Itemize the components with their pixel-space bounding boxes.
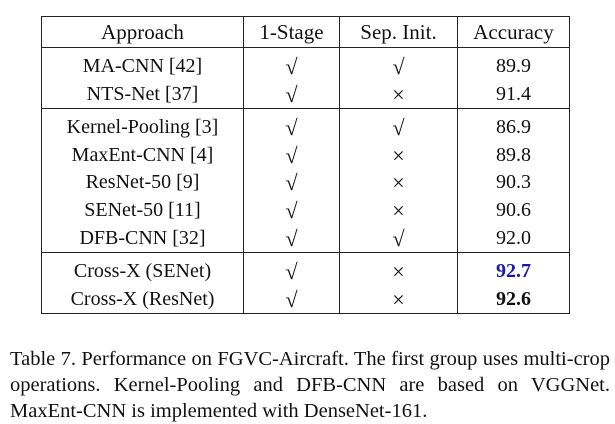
header-approach: Approach: [41, 16, 244, 48]
gap-cell: [41, 108, 244, 115]
results-table: Approach 1-Stage Sep. Init. Accuracy MA-…: [41, 16, 570, 315]
cell-sep-init: √: [339, 53, 458, 81]
cell-accuracy: 92.6: [457, 285, 570, 315]
cell-approach: NTS-Net [37]: [41, 80, 244, 109]
cell-one-stage: √: [243, 169, 340, 197]
cell-accuracy: 92.7: [457, 258, 570, 286]
cell-approach: MaxEnt-CNN [4]: [41, 141, 244, 170]
cell-accuracy: 89.8: [457, 141, 570, 170]
cell-sep-init: ×: [339, 285, 458, 315]
cell-approach: SENet-50 [11]: [41, 196, 244, 225]
cell-one-stage: √: [243, 285, 340, 315]
table-row: Cross-X (ResNet)√×92.6: [41, 285, 570, 315]
gap-cell: [243, 252, 340, 259]
table-row: MA-CNN [42]√√89.9: [41, 53, 570, 81]
cell-approach: Cross-X (SENet): [41, 258, 244, 286]
gap-cell: [243, 108, 340, 115]
table-row: MaxEnt-CNN [4]√×89.8: [41, 141, 570, 170]
cell-one-stage: √: [243, 224, 340, 253]
cell-sep-init: √: [339, 114, 458, 142]
header-sep-init: Sep. Init.: [339, 16, 458, 48]
cell-sep-init: ×: [339, 258, 458, 286]
gap-cell: [243, 47, 340, 53]
group-gap: [41, 252, 570, 259]
cell-accuracy: 86.9: [457, 114, 570, 142]
cell-approach: DFB-CNN [32]: [41, 224, 244, 253]
table-row: ResNet-50 [9]√×90.3: [41, 169, 570, 197]
gap-cell: [339, 108, 458, 115]
cell-sep-init: ×: [339, 141, 458, 170]
cell-sep-init: ×: [339, 169, 458, 197]
cell-accuracy: 92.0: [457, 224, 570, 253]
cell-approach: ResNet-50 [9]: [41, 169, 244, 197]
cell-accuracy: 90.6: [457, 196, 570, 225]
results-table-container: Approach 1-Stage Sep. Init. Accuracy MA-…: [41, 16, 570, 315]
cell-sep-init: ×: [339, 196, 458, 225]
table-row: SENet-50 [11]√×90.6: [41, 196, 570, 225]
cell-approach: Cross-X (ResNet): [41, 285, 244, 315]
gap-cell: [339, 252, 458, 259]
table-row: DFB-CNN [32]√√92.0: [41, 224, 570, 253]
cell-one-stage: √: [243, 80, 340, 109]
cell-approach: MA-CNN [42]: [41, 53, 244, 81]
group-gap: [41, 108, 570, 115]
gap-cell: [339, 47, 458, 53]
gap-cell: [41, 252, 244, 259]
cell-sep-init: ×: [339, 80, 458, 109]
group-gap: [41, 47, 570, 53]
table-row: Kernel-Pooling [3]√√86.9: [41, 114, 570, 142]
cell-accuracy: 91.4: [457, 80, 570, 109]
header-accuracy: Accuracy: [457, 16, 570, 48]
cell-one-stage: √: [243, 53, 340, 81]
cell-sep-init: √: [339, 224, 458, 253]
cell-approach: Kernel-Pooling [3]: [41, 114, 244, 142]
table-row: NTS-Net [37]√×91.4: [41, 80, 570, 109]
cell-one-stage: √: [243, 114, 340, 142]
cell-one-stage: √: [243, 258, 340, 286]
gap-cell: [457, 47, 570, 53]
cell-accuracy: 89.9: [457, 53, 570, 81]
table-row: Cross-X (SENet)√×92.7: [41, 258, 570, 286]
gap-cell: [457, 108, 570, 115]
cell-one-stage: √: [243, 141, 340, 170]
cell-one-stage: √: [243, 196, 340, 225]
header-row: Approach 1-Stage Sep. Init. Accuracy: [41, 16, 570, 48]
gap-cell: [41, 47, 244, 53]
gap-cell: [457, 252, 570, 259]
cell-accuracy: 90.3: [457, 169, 570, 197]
header-one-stage: 1-Stage: [243, 16, 340, 48]
